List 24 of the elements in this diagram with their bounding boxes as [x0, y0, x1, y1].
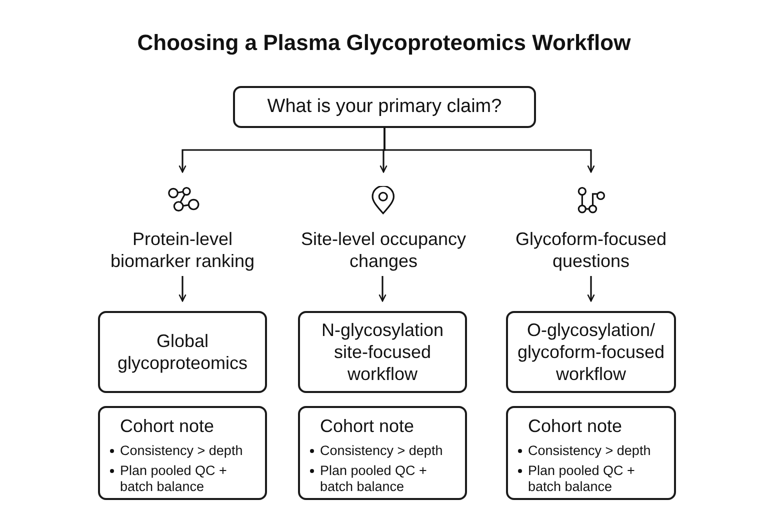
- arrow: [378, 276, 386, 302]
- process-box: N-glycosylation site-focused workflow: [298, 311, 467, 393]
- category-label: Glycoform-focused questions: [514, 228, 668, 272]
- note-heading: Cohort note: [120, 416, 214, 437]
- process-box: O-glycosylation/ glycoform-focused workflow: [506, 311, 676, 393]
- note-box: [98, 406, 267, 500]
- bullet-text: Plan pooled QC + batch balance: [120, 463, 228, 495]
- bullet-text: Consistency > depth: [528, 443, 651, 459]
- question-box: What is your primary claim?: [233, 86, 536, 128]
- bullet-text: Plan pooled QC + batch balance: [320, 463, 428, 495]
- arrow: [178, 276, 186, 302]
- bullet-text: Plan pooled QC + batch balance: [528, 463, 636, 495]
- process-box: Global glycoproteomics: [98, 311, 267, 393]
- category-label: Site-level occupancy changes: [300, 228, 468, 272]
- note-heading: Cohort note: [528, 416, 622, 437]
- note-box: [298, 406, 467, 500]
- arrow: [384, 128, 595, 173]
- bullet-text: Consistency > depth: [120, 443, 243, 459]
- category-label: Protein-level biomarker ranking: [109, 228, 256, 272]
- arrow: [587, 276, 595, 302]
- diagram-title: Choosing a Plasma Glycoproteomics Workflow: [136, 30, 632, 56]
- bullet-text: Consistency > depth: [320, 443, 443, 459]
- note-heading: Cohort note: [320, 416, 414, 437]
- note-box: [506, 406, 676, 500]
